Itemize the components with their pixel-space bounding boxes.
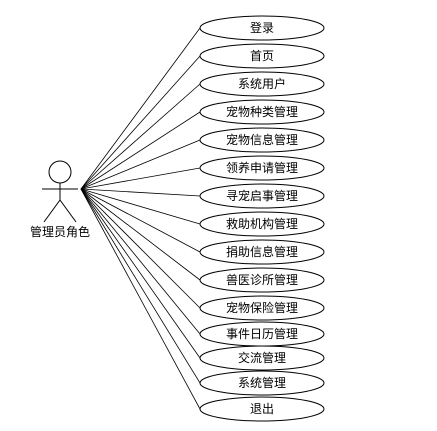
actor-left-leg <box>43 199 61 223</box>
use-case-label: 系统用户 <box>238 76 286 91</box>
use-case: 宠物保险管理 <box>199 295 325 321</box>
use-case-ellipse <box>199 155 325 181</box>
actor-right-leg <box>59 199 77 223</box>
association-line <box>80 188 201 281</box>
association-line <box>80 188 201 410</box>
use-case: 系统管理 <box>199 370 325 396</box>
association-line <box>80 188 201 253</box>
use-case-label: 事件日历管理 <box>226 326 298 341</box>
use-case: 救助机构管理 <box>199 211 325 237</box>
actor-head <box>48 160 72 184</box>
association-lines <box>80 27 201 410</box>
use-case-label: 救助机构管理 <box>226 216 298 231</box>
association-line <box>80 111 201 190</box>
actor-label: 管理员角色 <box>30 224 90 239</box>
use-case-ellipse <box>199 239 325 265</box>
use-case-label: 兽医诊所管理 <box>226 272 298 287</box>
use-case-label: 宠物信息管理 <box>226 132 298 147</box>
use-case: 登录 <box>199 15 325 41</box>
use-case: 首页 <box>199 43 325 69</box>
actor-administrator: 管理员角色 <box>30 160 90 239</box>
use-case-label: 领养申请管理 <box>226 160 298 175</box>
use-case-label: 寻宠启事管理 <box>226 188 298 203</box>
use-case-ellipse <box>199 43 325 69</box>
use-case: 宠物信息管理 <box>199 127 325 153</box>
use-case: 系统用户 <box>199 71 325 97</box>
use-case: 退出 <box>199 396 325 422</box>
use-case-ellipse <box>199 211 325 237</box>
use-case-ellipse <box>199 396 325 422</box>
use-case: 事件日历管理 <box>199 321 325 347</box>
use-case: 兽医诊所管理 <box>199 267 325 293</box>
use-case: 领养申请管理 <box>199 155 325 181</box>
use-case-ellipse <box>199 345 325 371</box>
association-line <box>80 188 201 309</box>
use-case-label: 捐助信息管理 <box>226 244 298 259</box>
association-line <box>80 55 201 190</box>
use-case-label: 宠物种类管理 <box>226 104 298 119</box>
use-case-list: 登录首页系统用户宠物种类管理宠物信息管理领养申请管理寻宠启事管理救助机构管理捐助… <box>199 15 325 422</box>
use-case-label: 宠物保险管理 <box>226 300 298 315</box>
use-case-ellipse <box>199 15 325 41</box>
use-case-label: 系统管理 <box>238 375 286 390</box>
association-line <box>80 188 201 384</box>
use-case-label: 首页 <box>250 49 274 63</box>
association-line <box>80 167 201 190</box>
use-case-ellipse <box>199 127 325 153</box>
association-line <box>80 188 201 225</box>
use-case-label: 交流管理 <box>238 350 286 365</box>
use-case-label: 退出 <box>250 402 274 416</box>
use-case-ellipse <box>199 71 325 97</box>
use-case-ellipse <box>199 183 325 209</box>
use-case-ellipse <box>199 370 325 396</box>
use-case-ellipse <box>199 99 325 125</box>
use-case: 宠物种类管理 <box>199 99 325 125</box>
association-line <box>80 188 201 335</box>
use-case: 捐助信息管理 <box>199 239 325 265</box>
association-line <box>80 188 201 197</box>
association-line <box>80 139 201 190</box>
use-case: 寻宠启事管理 <box>199 183 325 209</box>
use-case-label: 登录 <box>250 20 274 35</box>
association-line <box>80 188 201 359</box>
use-case-ellipse <box>199 295 325 321</box>
use-case-ellipse <box>199 267 325 293</box>
association-line <box>80 83 201 190</box>
use-case: 交流管理 <box>199 345 325 371</box>
association-line <box>80 27 201 190</box>
